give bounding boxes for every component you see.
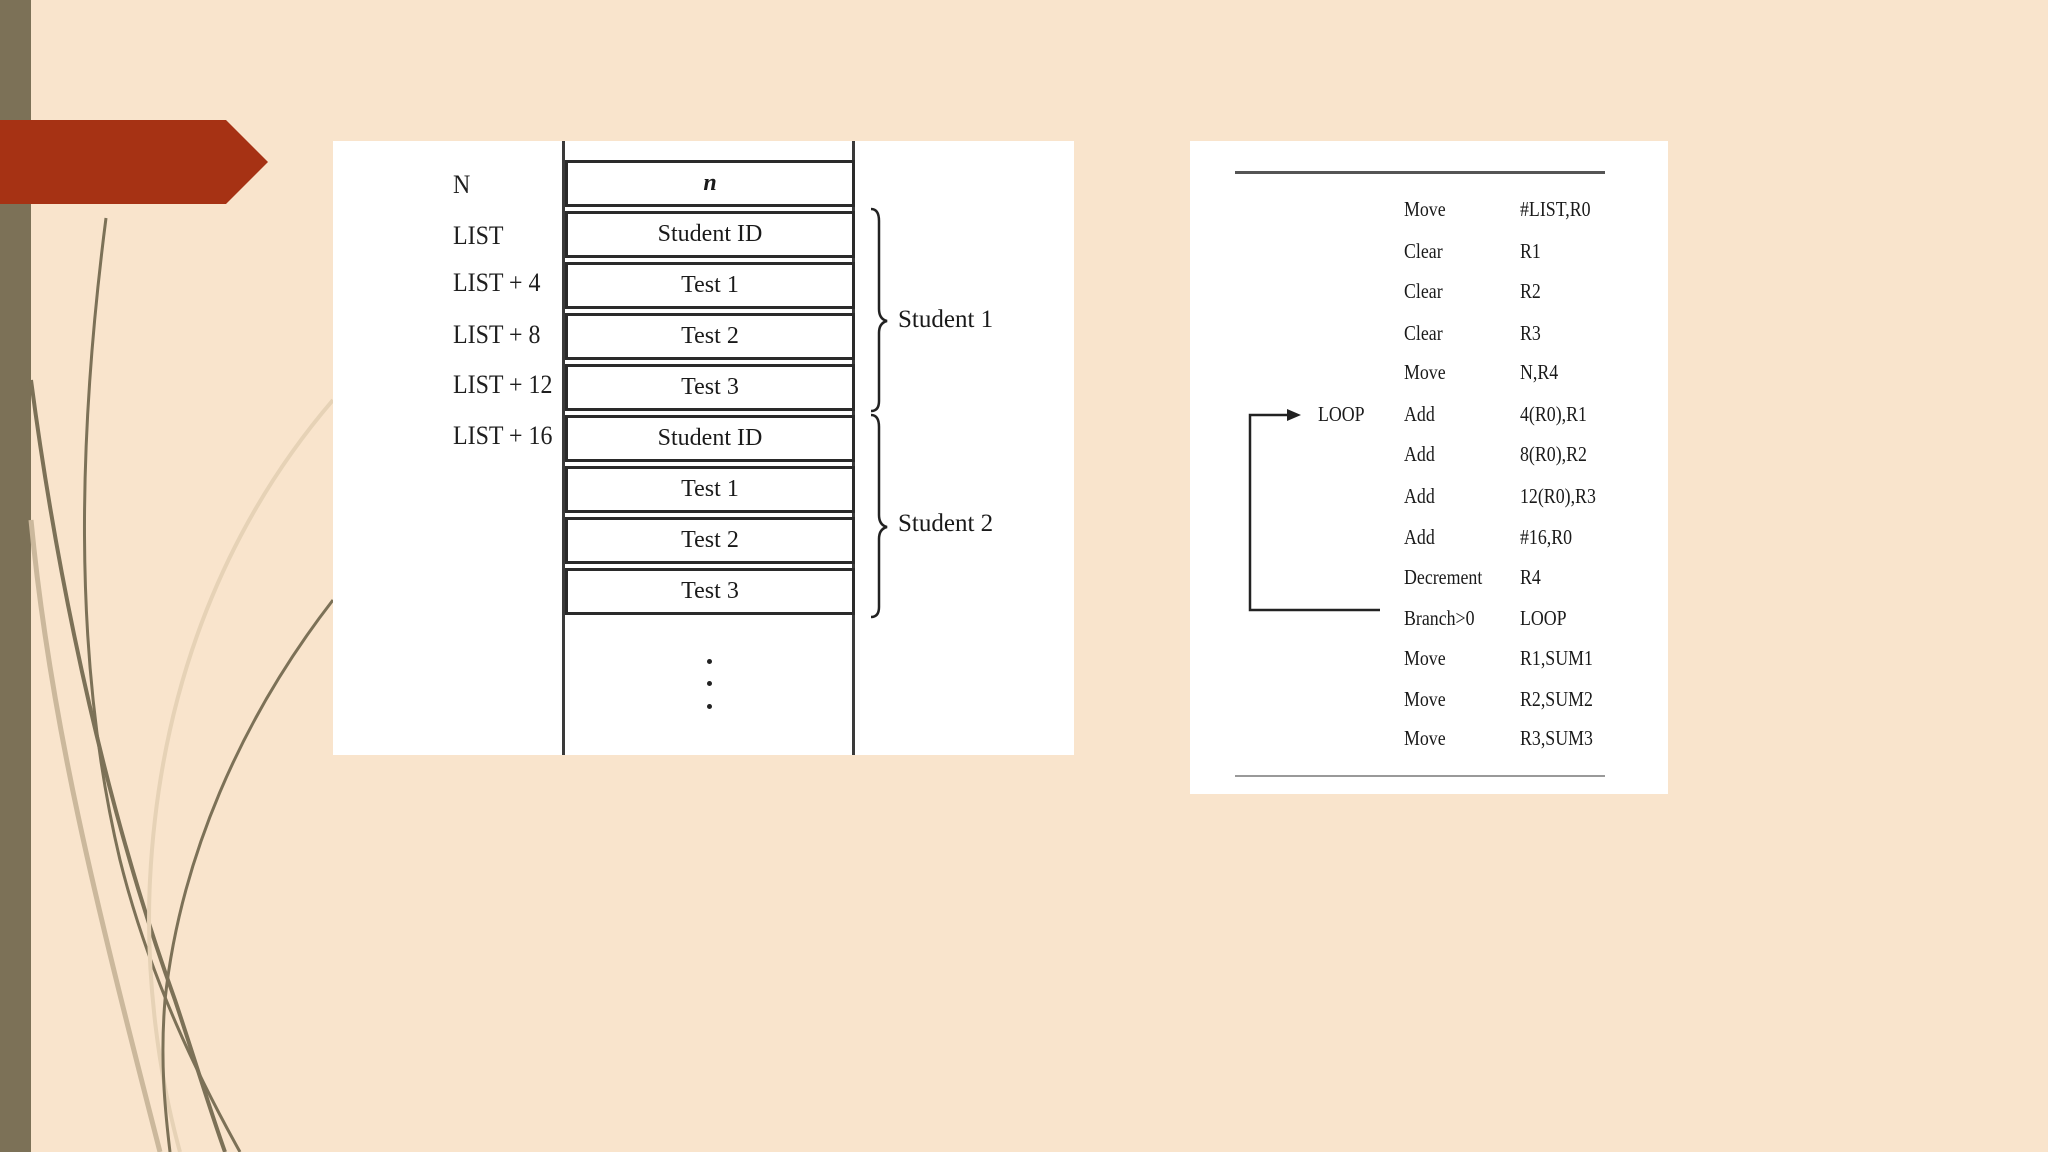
instruction-op: Branch>0: [1404, 606, 1475, 630]
instruction-op: Add: [1404, 402, 1435, 426]
address-label: LIST + 16: [453, 421, 553, 450]
instruction-op: Add: [1404, 525, 1435, 549]
student-braces: [870, 207, 888, 619]
instruction-arg: R4: [1520, 565, 1541, 589]
memory-cell: Test 2: [565, 313, 855, 360]
instruction-arg: #LIST,R0: [1520, 197, 1591, 221]
group-label-student-2: Student 2: [898, 510, 994, 537]
ellipsis-dot: [707, 659, 712, 664]
group-label-student-1: Student 1: [898, 306, 994, 333]
memory-cell: Test 2: [565, 517, 855, 564]
address-label: LIST + 8: [453, 320, 541, 349]
top-rule: [1235, 171, 1605, 174]
instruction-op: Move: [1404, 646, 1446, 670]
instruction-op: Clear: [1404, 321, 1443, 345]
instruction-arg: R3: [1520, 321, 1541, 345]
program-listing-figure: Move #LIST,R0 Clear R1 Clear R2 Clear R3…: [1190, 141, 1668, 794]
instruction-op: Clear: [1404, 239, 1443, 263]
instruction-arg: LOOP: [1520, 606, 1567, 630]
ellipsis-dot: [707, 704, 712, 709]
memory-cell: Test 1: [565, 466, 855, 513]
address-label: LIST: [453, 221, 504, 250]
loop-label: LOOP: [1318, 402, 1365, 426]
instruction-arg: R2,SUM2: [1520, 687, 1593, 711]
loop-back-arrow: [1248, 409, 1380, 612]
instruction-arg: R3,SUM3: [1520, 726, 1593, 750]
instruction-op: Move: [1404, 726, 1446, 750]
instruction-op: Move: [1404, 687, 1446, 711]
instruction-op: Move: [1404, 197, 1446, 221]
instruction-op: Decrement: [1404, 565, 1483, 589]
address-label: LIST + 12: [453, 370, 553, 399]
address-label: N: [453, 170, 471, 199]
instruction-op: Add: [1404, 442, 1435, 466]
memory-cell: Test 1: [565, 262, 855, 309]
instruction-arg: R1: [1520, 239, 1541, 263]
instruction-arg: N,R4: [1520, 360, 1559, 384]
title-tag-arrow: [0, 120, 268, 204]
instruction-arg: #16,R0: [1520, 525, 1573, 549]
instruction-arg: 4(R0),R1: [1520, 402, 1587, 426]
instruction-arg: R1,SUM1: [1520, 646, 1593, 670]
memory-rail-left: [562, 141, 565, 755]
memory-cell: Test 3: [565, 364, 855, 411]
instruction-op: Clear: [1404, 279, 1443, 303]
memory-cell: Student ID: [565, 211, 855, 258]
bottom-rule: [1235, 775, 1605, 777]
address-label: LIST + 4: [453, 268, 541, 297]
memory-cell: n: [565, 160, 855, 207]
instruction-arg: 12(R0),R3: [1520, 484, 1596, 508]
memory-cell: Student ID: [565, 415, 855, 462]
memory-cell: Test 3: [565, 568, 855, 615]
memory-layout-figure: N LIST LIST + 4 LIST + 8 LIST + 12 LIST …: [333, 141, 1074, 755]
instruction-arg: 8(R0),R2: [1520, 442, 1587, 466]
instruction-op: Add: [1404, 484, 1435, 508]
ellipsis-dot: [707, 681, 712, 686]
instruction-arg: R2: [1520, 279, 1541, 303]
instruction-op: Move: [1404, 360, 1446, 384]
